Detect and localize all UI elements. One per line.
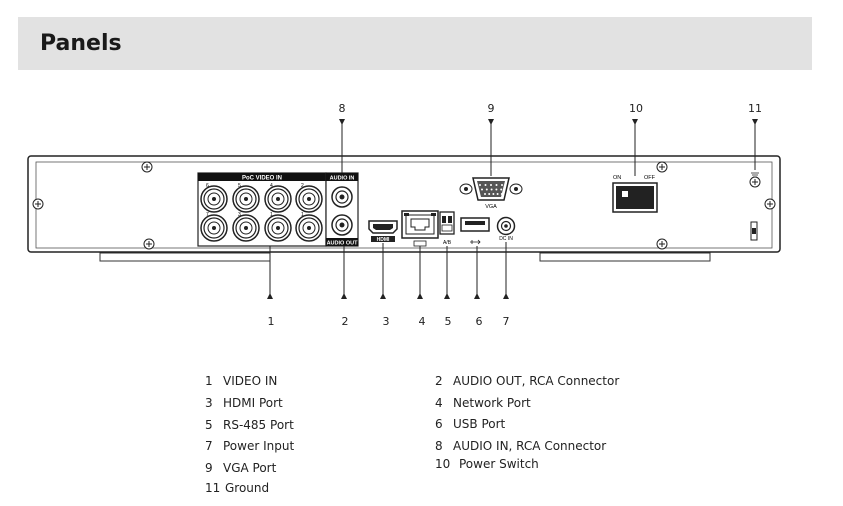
usb-port[interactable] (460, 217, 490, 245)
bnc-video-in-port[interactable]: 7 (200, 212, 228, 242)
bnc-video-in-port[interactable]: 3 (232, 212, 260, 242)
page-title: Panels (40, 31, 122, 56)
hdmi-logo-label: HDMI (377, 237, 390, 243)
vga-pin (495, 184, 498, 186)
callout-number: 10 (629, 102, 643, 115)
power-switch[interactable]: ON OFF (612, 175, 658, 213)
ground-terminal[interactable] (749, 172, 761, 241)
bnc-video-in-port[interactable]: 4 (264, 183, 292, 213)
screw-icon (764, 198, 776, 210)
ab-label: A/B (443, 240, 452, 246)
callout-number: 3 (383, 315, 390, 328)
vga-pin (501, 184, 503, 186)
channel-number: 4 (270, 183, 273, 189)
callout-lines (269, 119, 756, 299)
switch-off-label: OFF (644, 175, 656, 181)
callout-number: 4 (419, 315, 426, 328)
audio-in-label: AUDIO IN (330, 176, 355, 182)
switch-on-label: ON (613, 175, 621, 181)
vga-port[interactable]: VGA (459, 177, 523, 210)
channel-number: 1 (270, 212, 273, 218)
audio-in-rca-port[interactable] (331, 186, 353, 208)
callout-arrows (267, 119, 758, 299)
vga-pin (481, 188, 483, 191)
vga-pin (500, 193, 503, 195)
screw-icon (141, 161, 153, 173)
vga-label: VGA (485, 204, 497, 210)
section-header: Panels (18, 17, 812, 70)
callout-numbers: 8 9 10 11 1 2 3 4 5 6 7 (268, 102, 763, 328)
dc-in-label: DC IN (499, 236, 513, 242)
audio-out-label: AUDIO OUT (327, 241, 359, 247)
network-port[interactable] (401, 210, 439, 247)
channel-number: 7 (206, 212, 209, 218)
hdmi-port[interactable]: HDMI (368, 220, 398, 243)
ground-icon (751, 172, 759, 178)
channel-number: 1 (301, 212, 304, 218)
bnc-video-in-port[interactable]: 1 (264, 212, 292, 242)
vga-pin (484, 193, 486, 195)
vga-pin (496, 193, 499, 195)
channel-number: 2 (301, 183, 304, 189)
video-in-block: PoC VIDEO IN 6 5 4 2 7 3 1 1 (197, 172, 327, 247)
screw-icon (656, 161, 668, 173)
callout-number: 11 (748, 102, 762, 115)
vga-pin (488, 193, 491, 195)
vga-pin (490, 184, 492, 186)
callout-number: 9 (488, 102, 495, 115)
vga-pin (485, 188, 488, 191)
vga-pin (500, 188, 503, 191)
audio-block: AUDIO IN AUDIO OUT (325, 172, 359, 247)
channel-number: 6 (206, 183, 209, 189)
callout-number: 6 (476, 315, 483, 328)
usb-icon (470, 239, 481, 245)
channel-number: 3 (238, 212, 241, 218)
callout-number: 5 (445, 315, 452, 328)
poc-video-in-label: PoC VIDEO IN (242, 176, 282, 182)
vga-pin (490, 188, 493, 191)
vga-pin (484, 184, 487, 186)
callout-number: 7 (503, 315, 510, 328)
callout-number: 2 (342, 315, 349, 328)
vga-pin (492, 193, 495, 195)
callout-number: 1 (268, 315, 275, 328)
channel-number: 5 (238, 183, 241, 189)
bnc-video-in-port[interactable]: 2 (295, 183, 323, 213)
rs485-port[interactable]: A/B (439, 211, 455, 246)
vga-pin (495, 188, 498, 191)
bnc-video-in-port[interactable]: 5 (232, 183, 260, 213)
bnc-video-in-port[interactable]: 1 (295, 212, 323, 242)
bnc-video-in-port[interactable]: 6 (200, 183, 228, 213)
callout-number: 8 (339, 102, 346, 115)
audio-out-rca-port[interactable] (331, 214, 353, 236)
screw-icon (656, 238, 668, 250)
screw-icon (32, 198, 44, 210)
screw-icon (143, 238, 155, 250)
vga-pin (479, 184, 481, 186)
power-input-port[interactable]: DC IN (496, 216, 516, 243)
